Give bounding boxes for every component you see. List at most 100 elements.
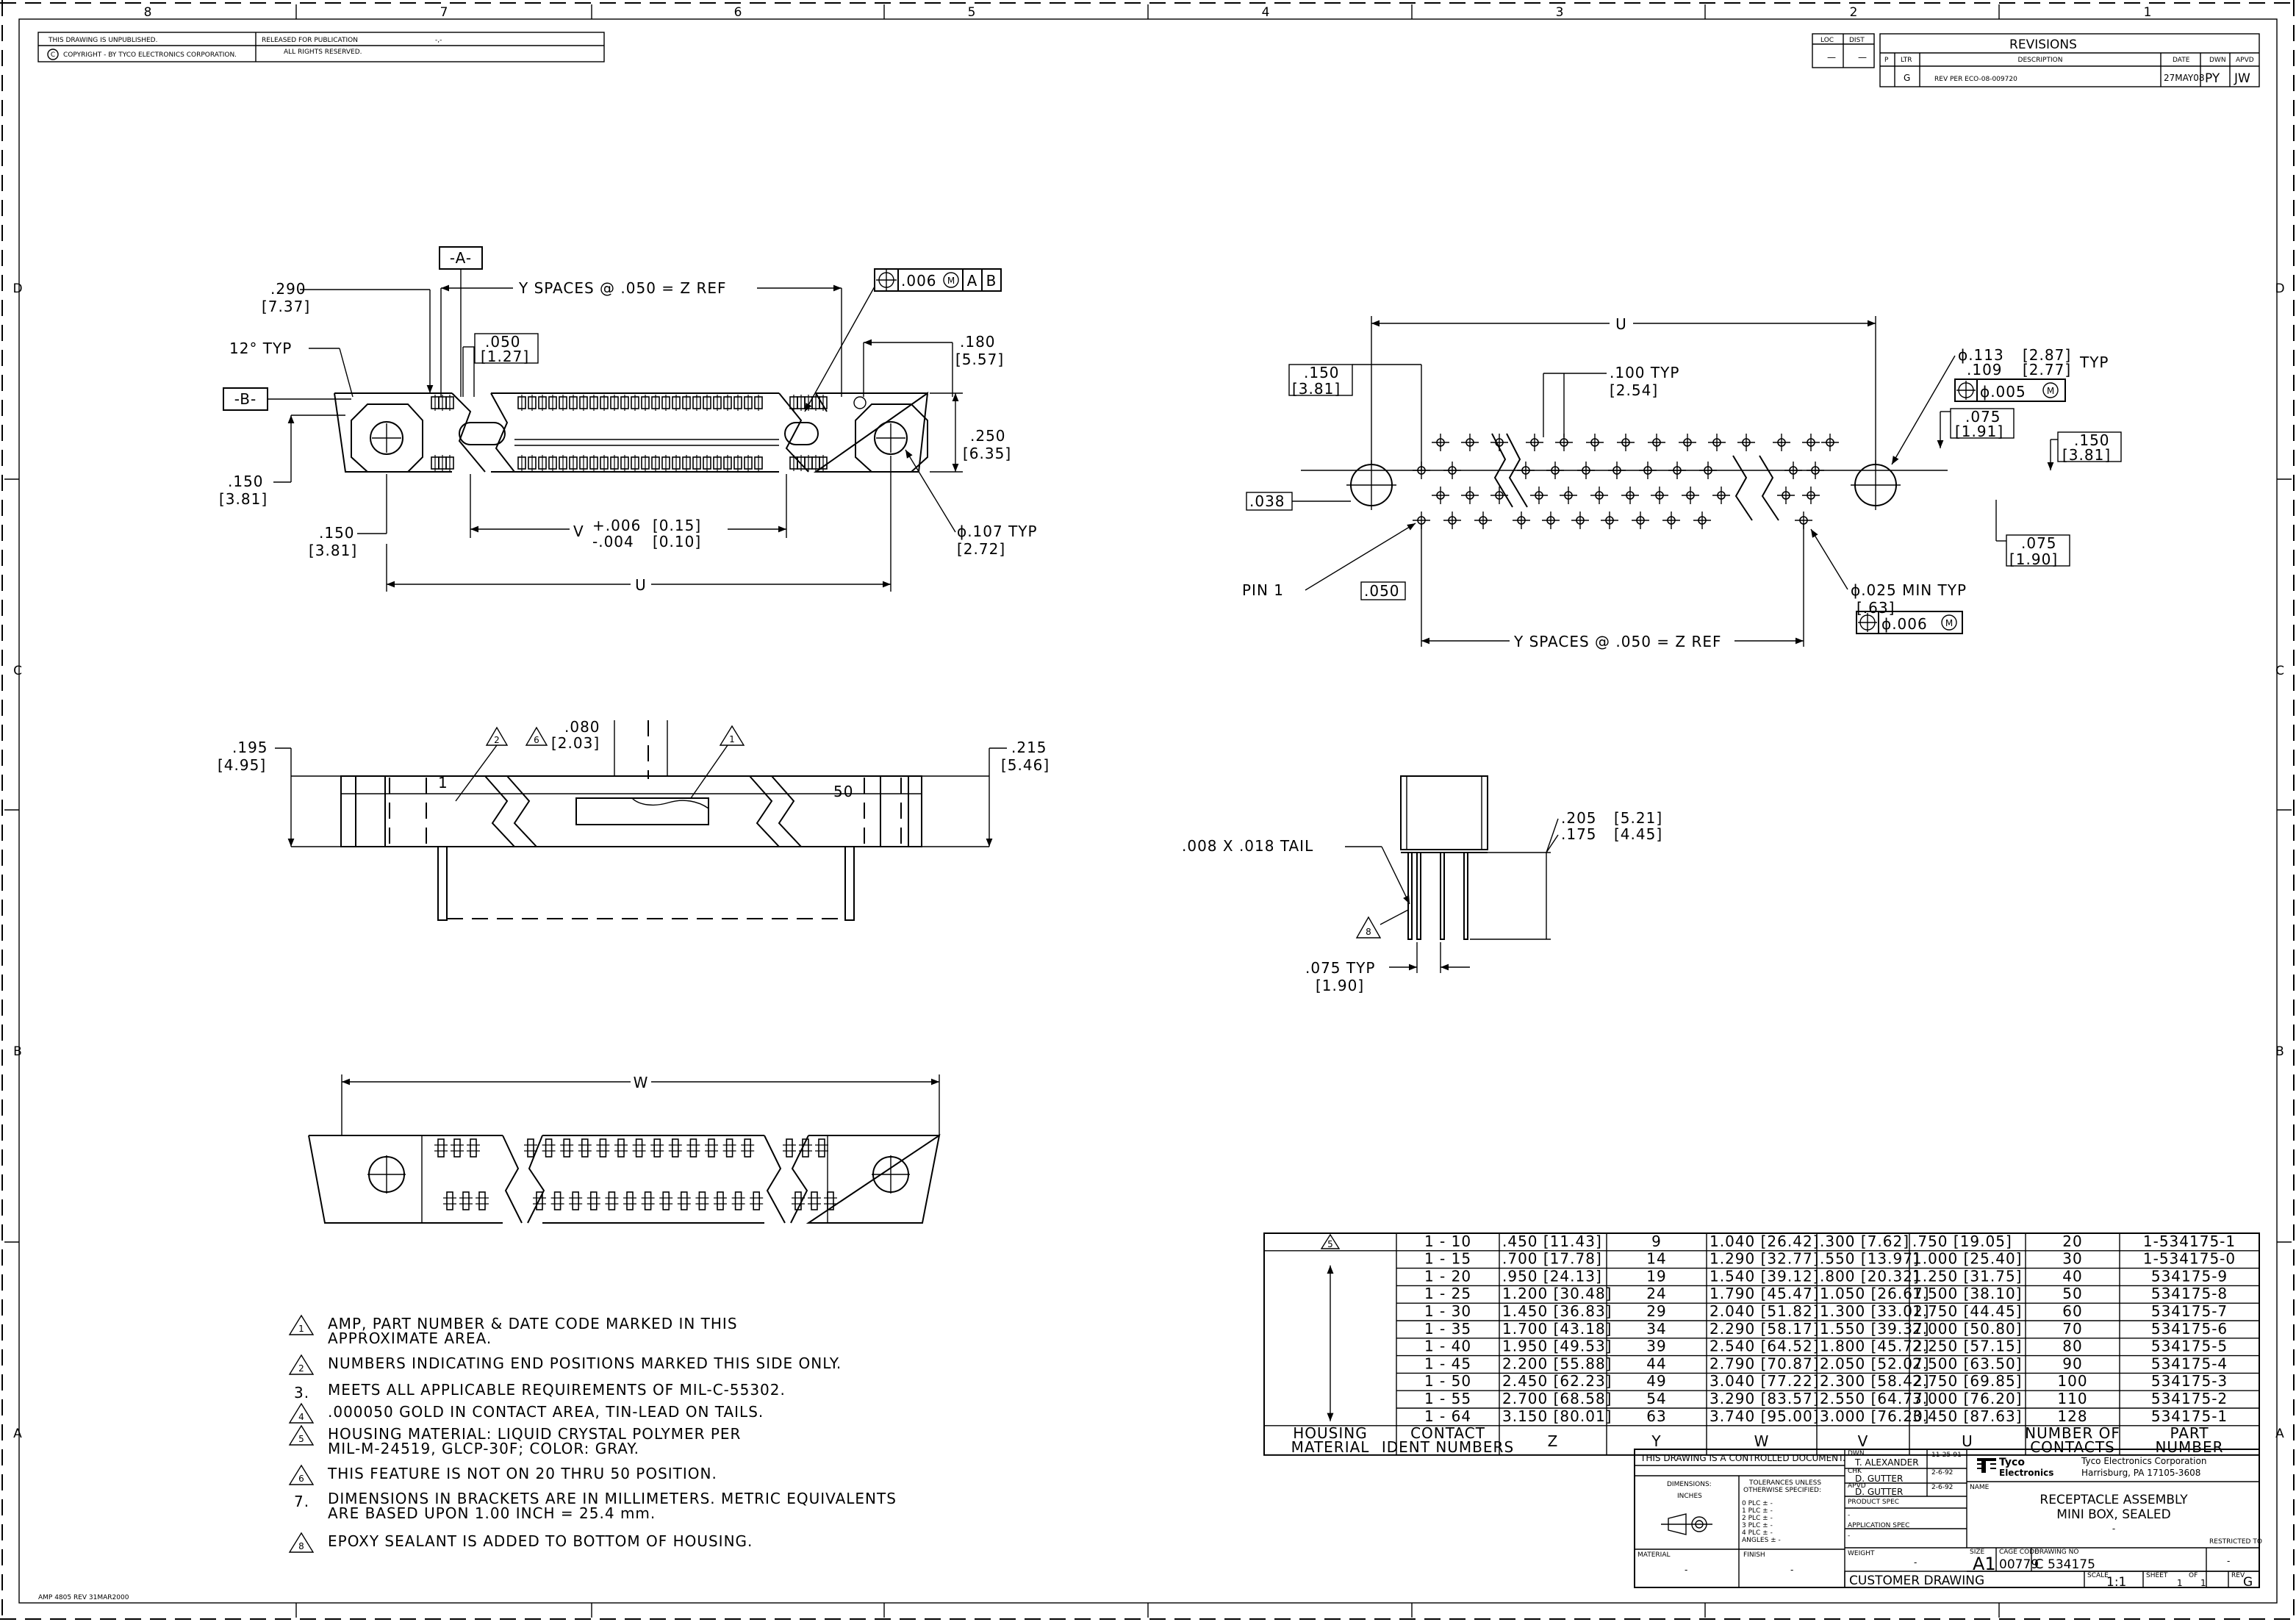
zone-col-2: 2 bbox=[1850, 5, 1858, 20]
rights-text: ALL RIGHTS RESERVED. bbox=[284, 49, 362, 56]
zone-row-d-left: D bbox=[12, 281, 22, 296]
tail-pin bbox=[823, 1191, 838, 1210]
appvd-label: APVD bbox=[1848, 1482, 1866, 1490]
pcb-layout-view: U .150 [3.81] .100 TYP [2.54] ϕ.113 .109… bbox=[1242, 315, 2122, 650]
top-view-outline bbox=[334, 391, 929, 473]
datum-a-label: -A- bbox=[450, 249, 472, 267]
contact-pad bbox=[733, 394, 742, 412]
contact-pad bbox=[569, 394, 578, 412]
dwn-label: DWN bbox=[1848, 1450, 1865, 1457]
contact-pad bbox=[431, 454, 440, 472]
zone-col-3: 3 bbox=[1556, 5, 1564, 20]
tail-pin bbox=[704, 1138, 719, 1158]
contact-pad bbox=[569, 454, 578, 472]
dim-150b-pcb-mm: [3.81] bbox=[2062, 446, 2111, 464]
header-y: Y bbox=[1651, 1432, 1661, 1450]
table-cell-w: 1.790 [45.47] bbox=[1710, 1285, 1819, 1302]
table-cell-w: 2.790 [70.87] bbox=[1710, 1354, 1819, 1372]
tail-pin bbox=[577, 1138, 592, 1158]
contact-pad bbox=[589, 454, 598, 472]
header-part-2: NUMBER bbox=[2155, 1438, 2223, 1456]
fcf-top-mod: M bbox=[947, 276, 955, 286]
tail-pin bbox=[722, 1138, 737, 1158]
table-cell-y: 9 bbox=[1651, 1232, 1662, 1250]
finish-label: FINISH bbox=[1743, 1551, 1765, 1559]
dim-250-mm: [6.35] bbox=[963, 445, 1011, 462]
table-cell-n: 100 bbox=[2057, 1372, 2087, 1390]
dist-label: DIST bbox=[1849, 37, 1865, 44]
dim-150b: .150 bbox=[319, 524, 355, 542]
tail-detail-body bbox=[1400, 775, 1488, 850]
position-tolerance-frame-top: .006 M A B bbox=[804, 268, 1002, 412]
table-cell-u: 2.250 [57.15] bbox=[1912, 1338, 2022, 1355]
table-cell-v: 2.550 [64.77] bbox=[1820, 1390, 1929, 1407]
note-flag-number: 6 bbox=[298, 1474, 304, 1484]
zone-col-7: 7 bbox=[440, 5, 448, 20]
table-cell-ident: 1 - 30 bbox=[1424, 1302, 1471, 1320]
side-view: 1 50 .195 [4.95] .215 [5.46] 2 6 .080 [2… bbox=[218, 718, 1049, 921]
dim-v-tol-plus: +.006 bbox=[592, 517, 641, 534]
note-flag-number: 2 bbox=[298, 1363, 304, 1374]
tyco-logo: Tyco Electronics bbox=[1977, 1457, 2053, 1478]
pin1-label: PIN 1 bbox=[1242, 581, 1284, 599]
tail-pin bbox=[568, 1191, 584, 1210]
table-cell-z: 1.200 [30.48] bbox=[1502, 1285, 1612, 1302]
table-cell-pn: 534175-2 bbox=[2151, 1390, 2228, 1407]
dim-180-mm: [5.57] bbox=[955, 351, 1004, 368]
contact-pad bbox=[528, 394, 537, 412]
table-cell-w: 2.040 [51.82] bbox=[1710, 1302, 1819, 1320]
zone-row-a-left: A bbox=[13, 1427, 22, 1441]
tail-note-flag-8: 8 bbox=[1366, 927, 1371, 937]
contact-pad bbox=[797, 394, 806, 412]
pcb-hole bbox=[1600, 511, 1619, 530]
rev-apvd: JW bbox=[2234, 71, 2250, 86]
tail-pin bbox=[559, 1138, 575, 1158]
tolerances-line1: TOLERANCES UNLESS bbox=[1748, 1479, 1821, 1487]
material-flag bbox=[1320, 1233, 1341, 1249]
table-cell-ident: 1 - 25 bbox=[1424, 1285, 1471, 1302]
contact-pad bbox=[703, 394, 711, 412]
table-cell-v: 3.000 [76.20] bbox=[1820, 1407, 1929, 1425]
zone-row-a-right: A bbox=[2275, 1427, 2284, 1441]
table-cell-z: 2.450 [62.23] bbox=[1502, 1372, 1612, 1390]
plc-4: 4 PLC ± - bbox=[1742, 1529, 1773, 1537]
table-cell-pn: 534175-4 bbox=[2151, 1354, 2228, 1372]
contact-pad bbox=[600, 394, 609, 412]
note-flag-triangle bbox=[288, 1532, 315, 1553]
copyright-text: COPYRIGHT - BY TYCO ELECTRONICS CORPORAT… bbox=[63, 51, 237, 59]
table-cell-z: 1.700 [43.18] bbox=[1502, 1320, 1612, 1338]
dim-150a-pcb-mm: [3.81] bbox=[1292, 380, 1341, 398]
table-cell-y: 24 bbox=[1646, 1285, 1666, 1302]
table-cell-v: 1.300 [33.02] bbox=[1820, 1302, 1929, 1320]
top-view: -A- Y SPACES @ .050 = Z REF .006 M A B .… bbox=[219, 246, 1037, 594]
plc-1: 1 PLC ± - bbox=[1742, 1507, 1773, 1515]
y-spaces-label-pcb: Y SPACES @ .050 = Z REF bbox=[1513, 633, 1722, 650]
rev-apvd-label: APVD bbox=[2236, 57, 2254, 64]
contact-pad bbox=[672, 454, 681, 472]
note-text: AMP, PART NUMBER & DATE CODE MARKED IN T… bbox=[328, 1315, 738, 1332]
table-cell-y: 14 bbox=[1646, 1250, 1666, 1268]
dwn-name: T. ALEXANDER bbox=[1854, 1457, 1919, 1468]
table-cell-u: .750 [19.05] bbox=[1912, 1232, 2012, 1250]
contact-pad bbox=[579, 394, 588, 412]
name-label: NAME bbox=[1970, 1484, 1990, 1491]
dim-195-mm: [4.95] bbox=[218, 756, 266, 774]
dim-150b-mm: [3.81] bbox=[309, 542, 357, 559]
contact-pad bbox=[559, 394, 567, 412]
table-cell-ident: 1 - 64 bbox=[1424, 1407, 1471, 1425]
contact-pad bbox=[744, 454, 753, 472]
mounting-hole-left bbox=[351, 403, 423, 473]
contact-pad bbox=[651, 454, 660, 472]
tail-pin bbox=[731, 1191, 746, 1210]
scale-label: SCALE bbox=[2087, 1572, 2109, 1579]
tail-row-upper bbox=[434, 1138, 829, 1158]
pcb-hole bbox=[1772, 433, 1791, 452]
name-line3: - bbox=[2112, 1524, 2115, 1534]
header-contact-1: CONTACT bbox=[1410, 1424, 1485, 1442]
pcb-fcf2-value: ϕ.006 bbox=[1881, 615, 1928, 633]
table-cell-w: 1.040 [26.42] bbox=[1710, 1232, 1819, 1250]
y-spaces-label-top: Y SPACES @ .050 = Z REF bbox=[518, 279, 727, 297]
header-material-2: MATERIAL bbox=[1291, 1438, 1370, 1456]
table-cell-z: .950 [24.13] bbox=[1502, 1267, 1602, 1285]
revisions-title: REVISIONS bbox=[2009, 37, 2077, 52]
